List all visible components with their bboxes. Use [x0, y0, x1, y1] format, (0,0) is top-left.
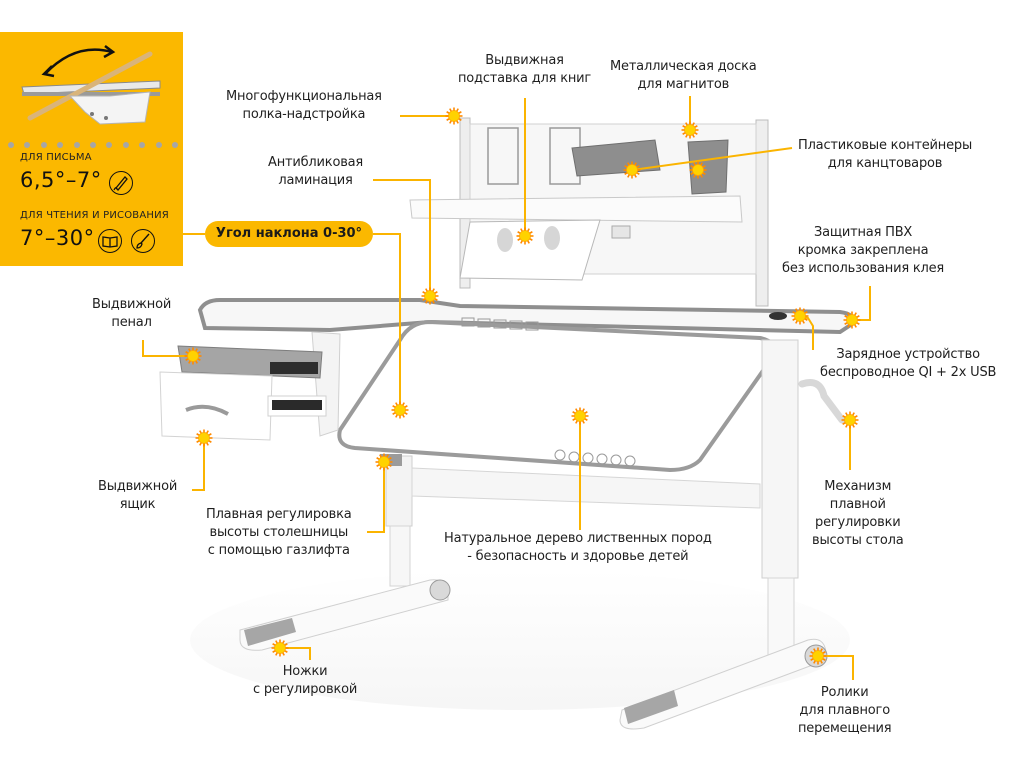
sun-marker-icon	[791, 307, 809, 325]
tilt-info-panel: ДЛЯ ПИСЬМА 6,5°–7° ДЛЯ ЧТЕНИЯ И РИСОВАНИ…	[0, 32, 183, 266]
sun-marker-icon	[809, 647, 827, 665]
shelf-board	[409, 195, 743, 223]
reading-label: ДЛЯ ЧТЕНИЯ И РИСОВАНИЯ	[20, 210, 169, 221]
sun-marker-icon	[421, 287, 439, 305]
brush-icon	[131, 229, 155, 253]
sun-marker-icon	[445, 107, 463, 125]
sun-marker-icon	[623, 161, 641, 179]
sun-marker-icon	[571, 407, 589, 425]
shelf-superstructure	[409, 117, 769, 307]
ruler-angle	[27, 51, 153, 121]
height-crank	[798, 379, 846, 424]
sun-marker-icon	[516, 227, 534, 245]
sun-marker-icon	[271, 639, 289, 657]
desktop-tilting-part	[337, 319, 777, 473]
sun-marker-icon	[375, 453, 393, 471]
sun-marker-icon	[391, 401, 409, 419]
book-stand-frame	[487, 127, 519, 185]
desktop	[197, 298, 855, 473]
shelf-post-right	[755, 119, 769, 307]
writing-angle: 6,5°–7°	[20, 168, 102, 192]
wireless-charger	[769, 312, 787, 320]
drawer-unit	[159, 331, 341, 441]
right-column	[761, 339, 799, 579]
sun-marker-icon	[195, 429, 213, 447]
crossbar	[411, 467, 761, 509]
callout-markers	[184, 107, 861, 665]
book-stand	[459, 219, 601, 281]
sun-marker-icon	[843, 311, 861, 329]
writing-label: ДЛЯ ПИСЬМА	[20, 152, 92, 163]
drawer-handle	[185, 404, 229, 416]
book-icon	[98, 229, 122, 253]
tilting-desktop-illustration	[21, 45, 161, 125]
drawer-front	[159, 371, 273, 441]
pen-icon	[109, 171, 133, 195]
container-small	[687, 139, 729, 195]
sun-marker-icon	[681, 121, 699, 139]
desk-frame	[239, 339, 846, 730]
tilt-mechanism	[68, 91, 151, 125]
tilt-angle-badge: Угол наклона 0-30°	[205, 221, 373, 247]
callout-hardwood: Натуральное дерево лиственных пород- без…	[444, 531, 712, 564]
sun-marker-icon	[689, 161, 707, 179]
reading-angle: 7°–30°	[20, 226, 95, 250]
sun-marker-icon	[184, 347, 202, 365]
sun-marker-icon	[841, 411, 859, 429]
divider-dots	[8, 142, 178, 148]
